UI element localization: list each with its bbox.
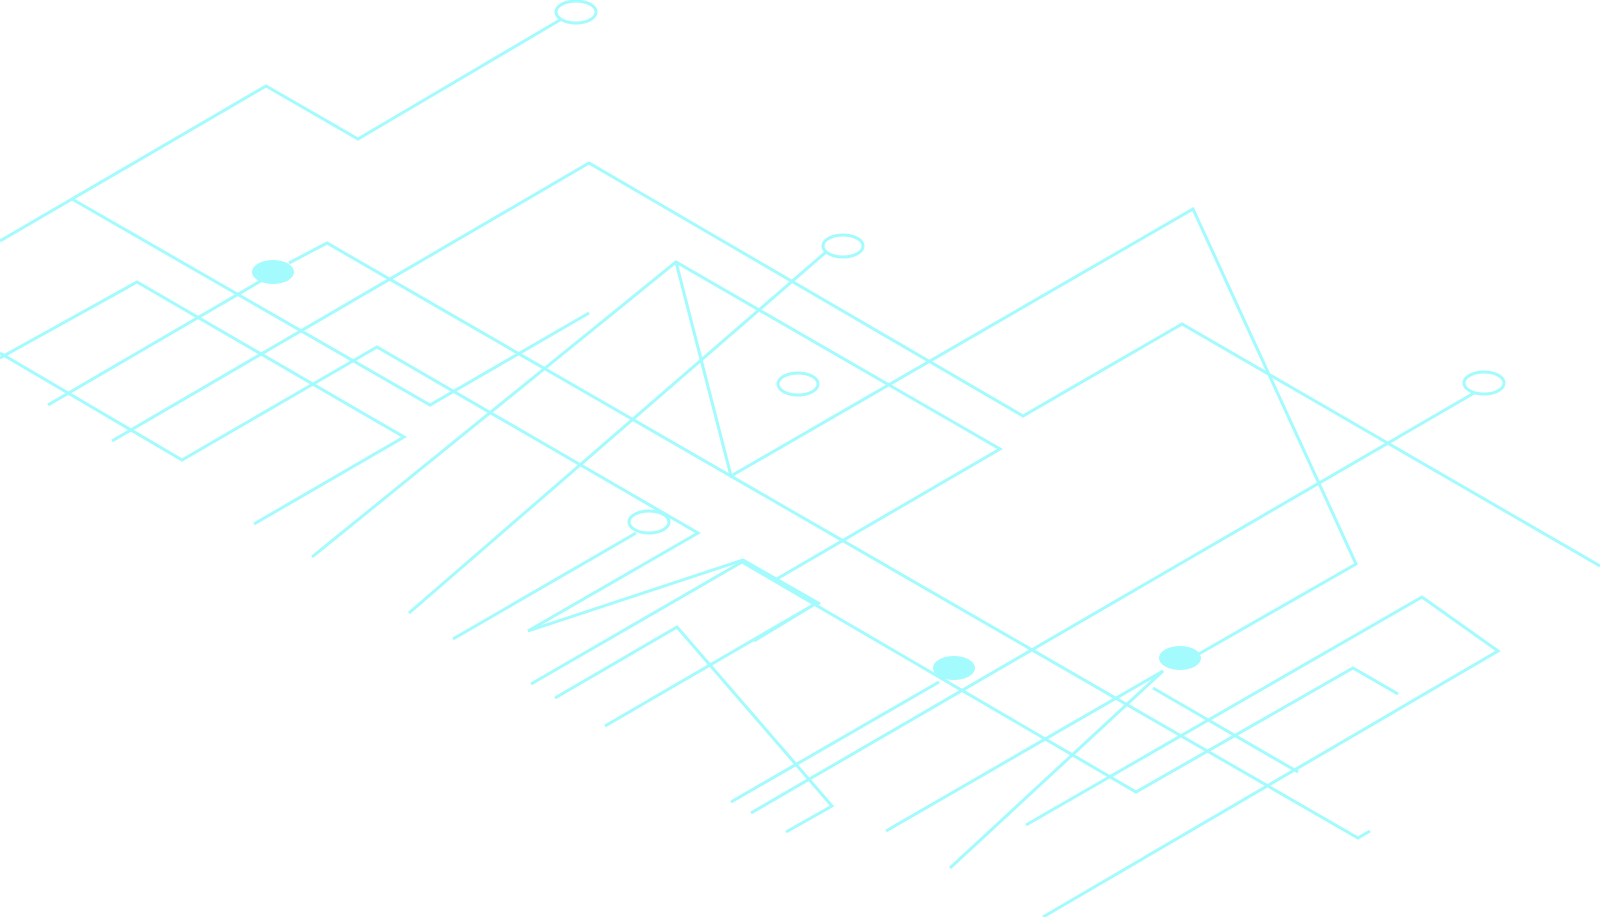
circuit-trace xyxy=(604,602,816,728)
circuit-trace xyxy=(530,560,1399,794)
circuit-trace xyxy=(0,15,566,243)
circuit-traces xyxy=(0,15,1600,917)
hollow-node-icon xyxy=(554,0,598,25)
circuit-nodes xyxy=(252,0,1506,680)
circuit-trace xyxy=(0,280,407,526)
circuit-trace xyxy=(47,273,272,407)
circuit-trace xyxy=(674,206,1358,657)
circuit-trace xyxy=(1152,686,1299,774)
hollow-node-icon xyxy=(821,233,865,259)
circuit-trace xyxy=(885,669,1165,870)
circuit-trace xyxy=(71,197,590,407)
circuit-trace xyxy=(554,625,835,834)
hollow-node-icon xyxy=(1462,370,1506,396)
filled-node-icon xyxy=(933,656,975,680)
circuit-trace xyxy=(750,387,1482,815)
circuit-trace xyxy=(311,260,1003,643)
circuit-trace xyxy=(408,250,827,615)
hollow-node-icon xyxy=(627,509,671,535)
hollow-node-icon xyxy=(776,371,820,397)
filled-node-icon xyxy=(1159,646,1201,670)
filled-node-icon xyxy=(252,260,294,284)
circuit-trace xyxy=(0,345,821,633)
circuit-trace xyxy=(730,680,940,804)
circuit-trace xyxy=(111,161,1600,568)
circuit-trace xyxy=(288,241,1371,840)
circuit-trace xyxy=(1025,595,1501,917)
circuit-trace xyxy=(452,531,637,641)
